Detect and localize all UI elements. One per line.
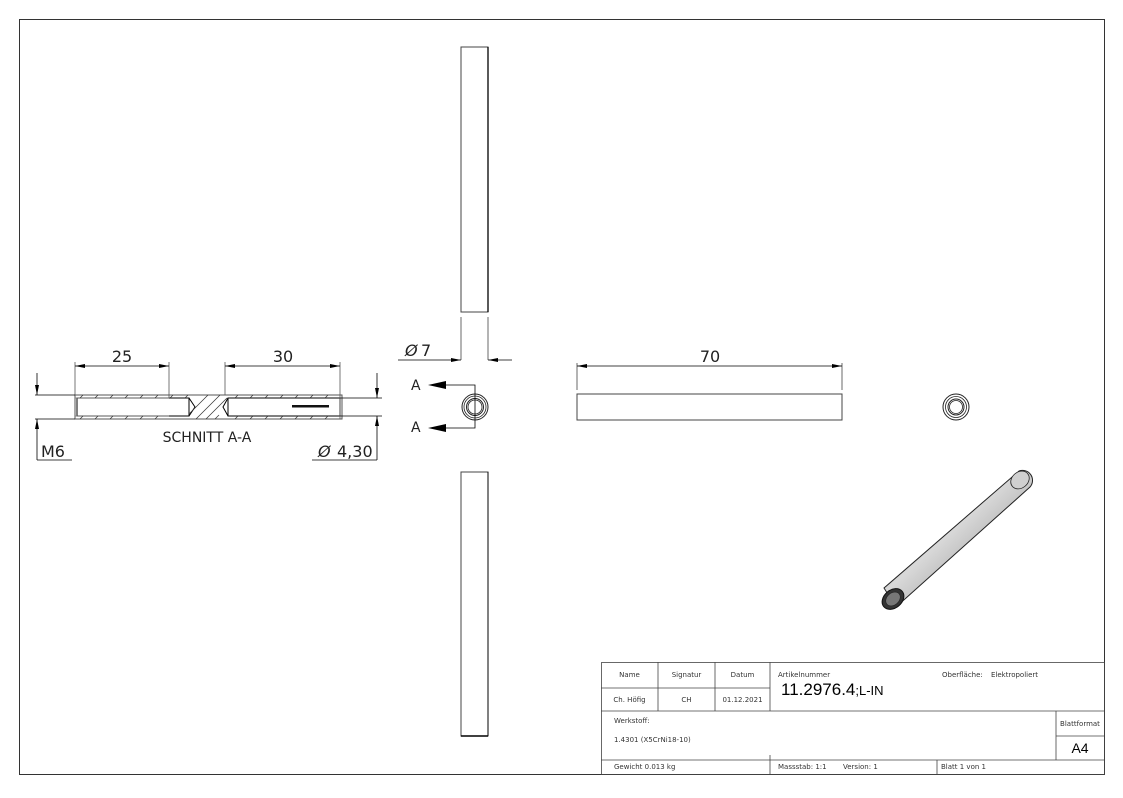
- datum-value: 01.12.2021: [722, 695, 763, 704]
- section-marker-bottom: A: [411, 420, 421, 436]
- isometric-view: [881, 469, 1034, 610]
- front-view: Ø 7 A A: [398, 46, 512, 737]
- header-name: Name: [619, 671, 640, 679]
- dim-70: 70: [700, 347, 720, 366]
- artikelnummer-suffix: ;L-IN: [855, 683, 884, 698]
- artikelnummer-main: 11.2976.4: [781, 680, 856, 699]
- dim-25: 25: [112, 347, 132, 366]
- dim-7: 7: [421, 341, 431, 360]
- massstab-value: Massstab: 1:1: [778, 763, 827, 771]
- section-marker-top: A: [411, 378, 421, 394]
- header-oberflaeche: Oberfläche:: [942, 671, 983, 679]
- werkstoff-value: 1.4301 (X5CrNi18-10): [614, 736, 691, 744]
- header-artikelnummer: Artikelnummer: [778, 671, 831, 679]
- dim-30: 30: [273, 347, 293, 366]
- werkstoff-label: Werkstoff:: [614, 717, 650, 725]
- gewicht-value: Gewicht 0.013 kg: [614, 763, 676, 771]
- header-signatur: Signatur: [671, 671, 702, 679]
- blattformat-label: Blattformat: [1060, 719, 1100, 728]
- blattformat-value: A4: [1071, 740, 1089, 756]
- title-block: Name Signatur Datum Artikelnummer Oberfl…: [601, 662, 1104, 774]
- side-view: 70: [576, 347, 843, 421]
- blatt-value: Blatt 1 von 1: [941, 763, 986, 771]
- header-datum: Datum: [730, 671, 755, 679]
- version-value: Version: 1: [843, 763, 878, 771]
- signatur-value: CH: [681, 695, 692, 704]
- oberflaeche-value: Elektropoliert: [991, 671, 1039, 679]
- end-view: [942, 393, 970, 421]
- dim-bore: 4,30: [337, 442, 373, 461]
- sheet-border: [19, 19, 1105, 775]
- artikelnummer-value: 11.2976.4;L-IN: [781, 680, 884, 700]
- dim-m6: M6: [41, 442, 65, 461]
- diameter-symbol: Ø: [317, 442, 331, 461]
- title-block-frame: [601, 662, 1105, 775]
- diameter-symbol: Ø: [404, 341, 418, 360]
- section-label: SCHNITT A-A: [163, 430, 252, 446]
- section-view: 25 30 M6 Ø 4,30 SCHNITT A-A: [35, 347, 382, 461]
- name-value: Ch. Höfig: [613, 695, 646, 704]
